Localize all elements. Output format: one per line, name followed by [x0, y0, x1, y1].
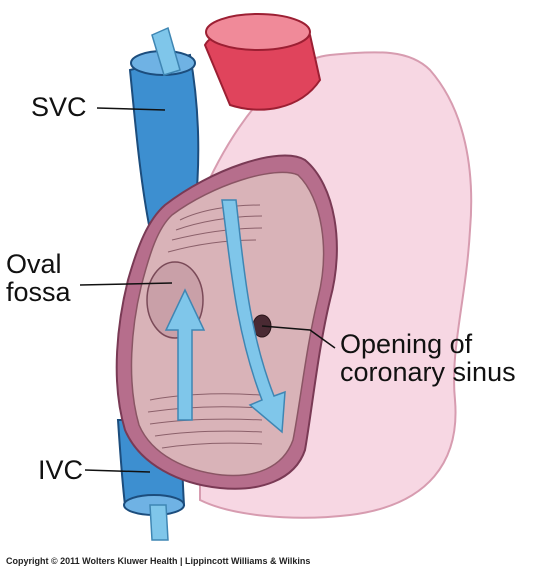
leader-lines: [79, 107, 336, 473]
oval-fossa-label-line2: fossa: [6, 277, 71, 308]
ivc-label-text: IVC: [38, 455, 84, 485]
svc-label: SVC: [31, 93, 87, 121]
ivc-leader: [84, 469, 151, 473]
ivc-flow-rod: [149, 504, 169, 541]
coronary-sinus-label: Opening of coronary sinus: [340, 330, 516, 387]
svc-label-text: SVC: [31, 92, 87, 122]
ivc-flow-arrow: [164, 288, 206, 421]
coronary-sinus-label-line1: Opening of: [340, 329, 473, 359]
ivc-label: IVC: [38, 456, 83, 484]
svc-flow-arrow: [221, 199, 286, 434]
coronary-sinus-label-line2: coronary sinus: [340, 357, 516, 388]
aorta-opening: [205, 13, 311, 51]
oval-fossa-label-line1: Oval: [6, 249, 62, 279]
coronary-leader: [261, 325, 336, 349]
copyright-notice: Copyright © 2011 Wolters Kluwer Health |…: [6, 556, 311, 566]
oval-fossa-label: Oval fossa: [6, 250, 71, 307]
pectinate-ridges: [147, 204, 263, 449]
oval-fossa-leader: [79, 282, 173, 286]
svc-flow-rod: [151, 26, 181, 76]
svc-leader: [96, 107, 166, 111]
